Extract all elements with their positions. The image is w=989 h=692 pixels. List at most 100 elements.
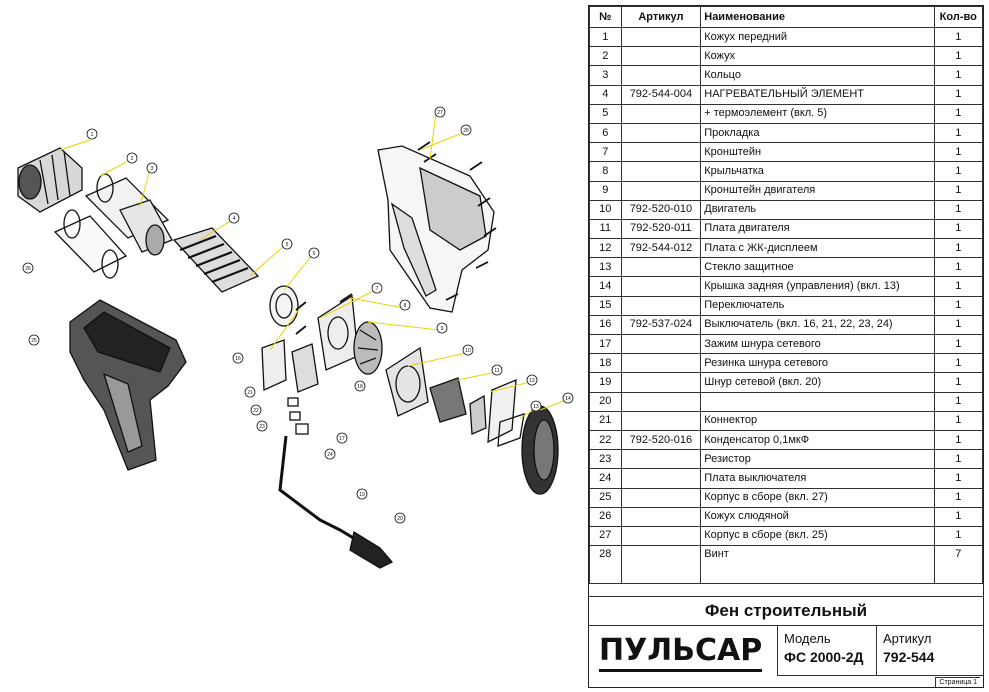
cell-article: [620, 276, 702, 297]
cell-name: Стекло защитное: [700, 257, 935, 278]
document-title: Фен строительный: [589, 596, 983, 626]
cell-name: + термоэлемент (вкл. 5): [700, 103, 935, 124]
cell-qty: 1: [933, 295, 983, 316]
cell-article: [620, 449, 702, 470]
cell-no: 26: [589, 506, 622, 527]
cell-name: Резинка шнура сетевого: [700, 353, 935, 374]
cell-article: [620, 391, 702, 412]
callout-number: 14: [565, 396, 571, 402]
switch-parts: [261, 339, 319, 435]
cell-name: Конденсатор 0,1мкФ: [700, 429, 935, 451]
model-box: Модель ФС 2000-2Д: [777, 625, 877, 675]
footer-divider: [777, 675, 983, 676]
cell-qty: 1: [933, 429, 983, 451]
cell-article: 792-544-004: [620, 84, 702, 105]
callout-13: 13: [530, 400, 542, 412]
callout-20: 20: [394, 512, 406, 524]
cell-no: 17: [589, 333, 622, 355]
callout-10: 10: [462, 344, 474, 356]
cell-no: 11: [589, 218, 622, 240]
motor-board-part: [469, 394, 487, 435]
callout-number: 5: [286, 242, 289, 248]
article-label: Артикул: [883, 631, 932, 646]
cell-no: 28: [589, 545, 622, 585]
ring-part: [119, 199, 173, 256]
cell-article: 792-520-010: [620, 199, 702, 220]
callout-number: 18: [357, 384, 363, 390]
cell-no: 15: [589, 295, 622, 316]
callout-23: 23: [256, 420, 268, 432]
cell-article: [620, 26, 702, 48]
cell-name: Переключатель: [700, 295, 935, 316]
cell-qty: 1: [933, 26, 983, 48]
housing-half-part: [377, 145, 495, 313]
cell-no: 23: [589, 449, 622, 470]
cell-no: 24: [589, 468, 622, 489]
cell-no: 2: [589, 46, 622, 67]
cell-name: [700, 391, 935, 412]
cell-name: Плата двигателя: [700, 218, 935, 240]
cell-article: [620, 353, 702, 374]
callout-number: 9: [441, 326, 444, 332]
cell-qty: 1: [933, 65, 983, 86]
cell-qty: 1: [933, 410, 983, 431]
cell-qty: 1: [933, 180, 983, 201]
header-name: Наименование: [700, 6, 935, 28]
callout-2: 2: [126, 152, 138, 164]
front-nozzle-part: [17, 147, 83, 213]
cell-no: 18: [589, 353, 622, 374]
cell-article: [620, 372, 702, 393]
cell-article: [620, 257, 702, 278]
cell-article: [620, 333, 702, 355]
cell-article: 792-544-012: [620, 238, 702, 259]
article-box: Артикул 792-544: [877, 625, 983, 675]
cell-article: [620, 487, 702, 508]
callout-8: 8: [399, 299, 411, 311]
cell-no: 13: [589, 257, 622, 278]
cell-qty: 1: [933, 84, 983, 105]
cell-name: Крышка задняя (управления) (вкл. 13): [700, 276, 935, 297]
cell-name: НАГРЕВАТЕЛЬНЫЙ ЭЛЕМЕНТ: [700, 84, 935, 105]
cell-name: Прокладка: [700, 122, 935, 144]
callout-number: 3: [151, 166, 154, 172]
motor-bracket-part: [385, 346, 429, 417]
cell-qty: 1: [933, 276, 983, 297]
cell-qty: 1: [933, 468, 983, 489]
callout-16: 16: [232, 352, 244, 364]
callout-number: 2: [131, 156, 134, 162]
cell-article: [620, 295, 702, 316]
header-qty: Кол-во: [933, 6, 983, 28]
cell-article: [620, 142, 702, 163]
housing-assembled-part: [69, 299, 187, 471]
gasket-part: [269, 285, 299, 327]
cell-qty: 1: [933, 449, 983, 470]
cell-qty: 1: [933, 122, 983, 144]
cell-article: [620, 161, 702, 182]
cell-qty: 7: [933, 545, 983, 585]
cell-qty: 1: [933, 487, 983, 508]
cell-name: Кронштейн двигателя: [700, 180, 935, 201]
callout-number: 12: [529, 378, 535, 384]
cell-qty: 1: [933, 142, 983, 163]
cell-article: [620, 545, 702, 585]
cell-article: 792-520-011: [620, 218, 702, 240]
cell-article: [620, 122, 702, 144]
cell-name: Зажим шнура сетевого: [700, 333, 935, 355]
cell-article: [620, 65, 702, 86]
cell-name: Винт: [700, 545, 935, 585]
callout-number: 20: [397, 516, 403, 522]
